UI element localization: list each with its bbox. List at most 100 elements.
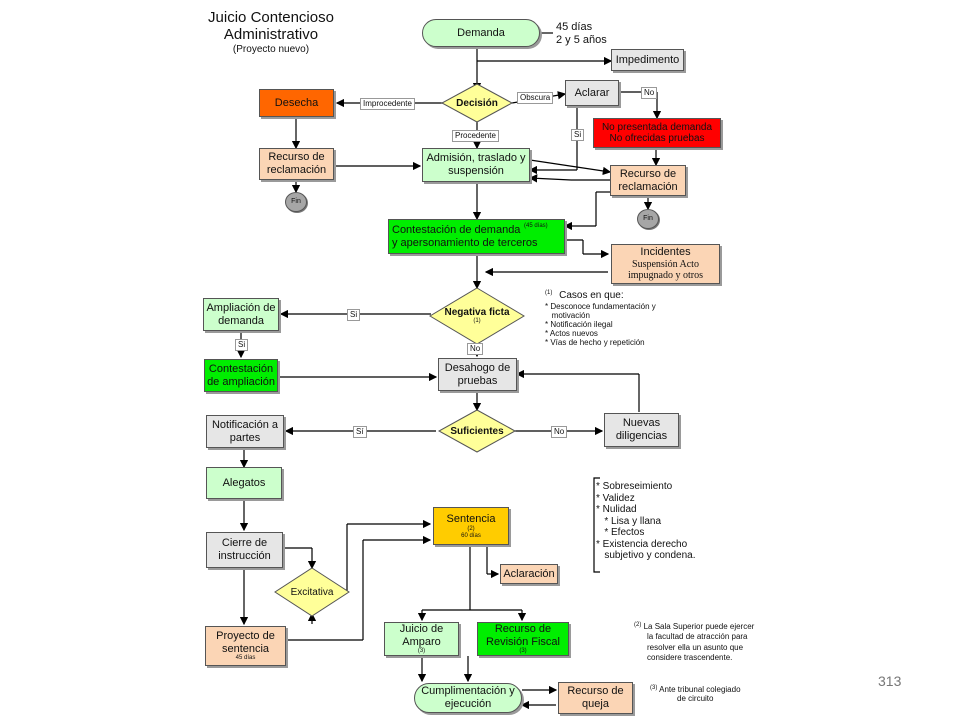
node-desecha-label: Desecha bbox=[274, 96, 319, 109]
note2-line-0: La Sala Superior puede ejercer bbox=[643, 622, 755, 631]
node-impedimento: Impedimento bbox=[611, 49, 684, 71]
node-demanda: Demanda bbox=[422, 19, 540, 47]
label-improcedente: Improcedente bbox=[360, 98, 415, 110]
negativa-line-1: Negativa ficta bbox=[444, 307, 510, 319]
note3-line-1: Ante tribunal colegiado bbox=[659, 685, 741, 694]
note3-marker: (3) bbox=[650, 685, 658, 691]
proyecto-line-1: Proyecto de bbox=[216, 629, 275, 642]
revision-line-2: Revisión Fiscal bbox=[486, 635, 560, 648]
node-revision-fiscal: Recurso de Revisión Fiscal (3) bbox=[477, 622, 569, 656]
node-fin-left: Fin bbox=[285, 192, 307, 212]
no-presentada-line-2: No ofrecidas pruebas bbox=[609, 133, 705, 144]
no-presentada-line-1: No presentada demanda bbox=[601, 121, 713, 133]
recurso-left-line-2: reclamación bbox=[266, 164, 327, 176]
node-recurso-queja: Recurso de queja bbox=[558, 682, 633, 714]
sentencia-row: Sentencia (2) bbox=[447, 513, 496, 533]
nuevas-line-1: Nuevas bbox=[622, 417, 661, 430]
sentencia-marker: (2) bbox=[467, 525, 475, 532]
node-recurso-reclamacion-left: Recurso de reclamación bbox=[259, 148, 334, 180]
title-line-2: Administrativo bbox=[223, 26, 319, 44]
node-alegatos: Alegatos bbox=[206, 467, 282, 499]
fin-left-label: Fin bbox=[291, 197, 301, 205]
contest-ampl-line-1: Contestación bbox=[208, 362, 274, 375]
node-cierre-instruccion: Cierre de instrucción bbox=[206, 532, 283, 568]
node-fin-right: Fin bbox=[637, 209, 659, 229]
contest-ampl-line-2: de ampliación bbox=[207, 375, 275, 388]
node-admision: Admisión, traslado y suspensión bbox=[422, 148, 530, 182]
contestacion-line-1: Contestación de demanda bbox=[392, 223, 521, 236]
negativa-label: Negativa ficta (1) bbox=[436, 302, 518, 330]
casos-heading: Casos en que: bbox=[559, 290, 624, 301]
sentencia-type-4: * Efectos bbox=[596, 527, 645, 538]
sentencia-type-0: * Sobreseimiento bbox=[596, 481, 673, 492]
top-note-line-2: 2 y 5 años bbox=[556, 33, 607, 46]
incidentes-line-3: impugnado y otros bbox=[628, 270, 703, 282]
admision-line-2: suspensión bbox=[448, 165, 504, 177]
sentencia-type-5: * Existencia derecho bbox=[596, 538, 688, 550]
node-nuevas-diligencias: Nuevas diligencias bbox=[604, 413, 679, 447]
casos-item-1: motivación bbox=[545, 310, 590, 320]
note2-line-2: resolver ella un asunto que bbox=[647, 642, 744, 652]
proyecto-line-2: sentencia bbox=[221, 642, 270, 655]
casos-item-2: * Notificación ilegal bbox=[545, 319, 613, 329]
decision-text: Decisión bbox=[456, 97, 498, 109]
suficientes-label: Suficientes bbox=[440, 422, 514, 440]
label-si-negativa: Si bbox=[347, 309, 361, 321]
negativa-line-2: (1) bbox=[473, 318, 481, 325]
amparo-line-2-row: Amparo (3) bbox=[402, 636, 441, 656]
label-no-suficientes: No bbox=[551, 426, 568, 438]
cierre-line-2: instrucción bbox=[218, 550, 271, 562]
node-impedimento-label: Impedimento bbox=[615, 53, 680, 66]
recurso-right-line-1: Recurso de bbox=[619, 167, 677, 180]
node-demanda-label: Demanda bbox=[457, 26, 505, 39]
casos-item-0: * Desconoce fundamentación y bbox=[545, 301, 656, 311]
sentencia-type-2: * Nulidad bbox=[596, 504, 637, 515]
cierre-line-1: Cierre de bbox=[221, 537, 268, 550]
node-notificacion-partes: Notificación a partes bbox=[206, 415, 284, 448]
title-subtitle: (Proyecto nuevo) bbox=[232, 43, 310, 55]
excitativa-label: Excitativa bbox=[279, 584, 345, 600]
admision-line-1: Admisión, traslado y bbox=[426, 152, 526, 165]
note2-marker: (2) bbox=[634, 622, 642, 628]
node-aclarar-label: Aclarar bbox=[574, 86, 610, 99]
label-procedente: Procedente bbox=[452, 130, 499, 142]
recurso-left-line-1: Recurso de bbox=[268, 151, 325, 164]
ampliacion-line-2: demanda bbox=[218, 314, 264, 327]
label-si-ampliacion: Si bbox=[235, 339, 249, 351]
node-proyecto-sentencia: Proyecto de sentencia 45 días bbox=[205, 626, 286, 666]
sentencia-type-1: * Validez bbox=[596, 492, 635, 504]
sentencia-type-3: * Lisa y llana bbox=[596, 515, 662, 527]
excitativa-text: Excitativa bbox=[290, 586, 334, 598]
incidentes-line-1: Incidentes bbox=[640, 246, 691, 259]
label-si-aclarar: Si bbox=[571, 129, 585, 141]
incidentes-line-2: Suspensión Acto bbox=[632, 258, 699, 270]
note-2: (2) La Sala Superior puede ejercer la fa… bbox=[634, 622, 754, 664]
top-time-note: 45 días 2 y 5 años bbox=[556, 21, 607, 46]
label-no-negativa: No bbox=[467, 343, 484, 355]
page-number: 313 bbox=[878, 673, 902, 689]
nuevas-line-2: diligencias bbox=[615, 430, 668, 442]
revision-line-2-row: Revisión Fiscal (3) bbox=[486, 636, 560, 656]
node-recurso-reclamacion-right: Recurso de reclamación bbox=[610, 165, 686, 196]
note3-line-2: de circuito bbox=[677, 694, 714, 704]
decision-diamond bbox=[440, 83, 514, 123]
top-note-line-1: 45 días bbox=[556, 21, 593, 33]
contestacion-line-2: y apersonamiento de terceros bbox=[392, 236, 538, 249]
contestacion-days: (45 días) bbox=[524, 223, 548, 229]
node-desecha: Desecha bbox=[259, 89, 334, 117]
node-sentencia: Sentencia (2) 60 días bbox=[433, 507, 509, 545]
cumplimentacion-line-2: ejecución bbox=[444, 698, 492, 710]
recurso-right-line-2: reclamación bbox=[618, 180, 678, 193]
aclaracion-label: Aclaración bbox=[503, 567, 555, 580]
amparo-line-2: Amparo bbox=[402, 635, 441, 648]
desahogo-line-1: Desahogo de bbox=[444, 361, 511, 374]
casos-item-3: * Actos nuevos bbox=[545, 329, 598, 339]
note2-line-3: considere trascendente. bbox=[647, 653, 733, 663]
note2-line-0-row: (2) La Sala Superior puede ejercer bbox=[634, 622, 754, 632]
desahogo-line-2: pruebas bbox=[457, 374, 498, 387]
note-3: (3) Ante tribunal colegiado de circuito bbox=[650, 685, 741, 703]
casos-note: (1) Casos en que: * Desconoce fundamenta… bbox=[545, 290, 656, 347]
fin-right-label: Fin bbox=[643, 214, 653, 222]
node-contestacion-demanda: Contestación de demanda y apersonamiento… bbox=[388, 219, 565, 254]
